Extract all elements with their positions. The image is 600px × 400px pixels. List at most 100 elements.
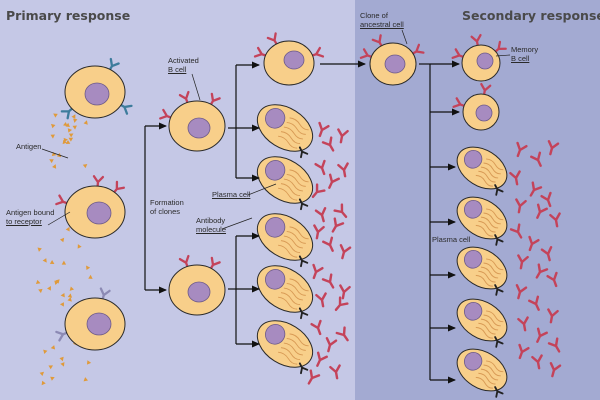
antibody-icon xyxy=(549,361,562,378)
antigen-icon xyxy=(68,133,74,138)
antibody-icon xyxy=(298,198,309,211)
antibody-icon xyxy=(509,170,521,186)
antigen-icon xyxy=(42,258,47,263)
antigen-icon xyxy=(83,377,89,382)
antigen-bound-line2: to receptor xyxy=(6,216,42,226)
antigen-icon xyxy=(82,163,88,169)
antigen-icon xyxy=(48,365,54,370)
leader-line xyxy=(495,54,511,57)
activated-b-cell-label: Activated B cell xyxy=(168,56,199,74)
antibody-icon xyxy=(339,243,352,260)
antigen-icon xyxy=(67,293,73,298)
antibody-icon xyxy=(494,184,504,196)
plasma-cell-icon xyxy=(256,320,314,375)
memory-line2: B cell xyxy=(511,53,530,63)
antigen-label: Antigen xyxy=(16,142,42,151)
antigen-icon xyxy=(77,244,82,249)
leader-line xyxy=(247,183,277,196)
antibody-line1: Antibody xyxy=(196,216,226,225)
primary-response-title: Primary response xyxy=(6,8,131,23)
antigen-icon xyxy=(59,356,64,362)
antibody-icon xyxy=(529,181,543,197)
plasma-cell-icon xyxy=(456,196,508,246)
formation-of-clones-label: Formation of clones xyxy=(150,198,184,216)
clone-line1: Clone of xyxy=(360,11,388,20)
antibody-icon xyxy=(298,362,309,375)
b-cell-icon xyxy=(159,90,226,152)
antibody-icon xyxy=(515,198,527,214)
antibody-icon xyxy=(547,308,559,324)
antibody-icon xyxy=(333,203,348,219)
antibody-icon xyxy=(298,146,309,159)
antibody-icon xyxy=(535,263,549,279)
antigen-icon xyxy=(73,118,78,123)
antibody-icon xyxy=(313,224,325,240)
antibody-icon xyxy=(314,206,327,223)
antibody-icon xyxy=(337,162,349,178)
antibody-icon xyxy=(311,183,326,199)
antibody-line2: molecule xyxy=(196,224,227,234)
antibody-icon xyxy=(528,295,540,311)
antigen-icon xyxy=(65,226,70,232)
plasma-cell-icon xyxy=(456,146,508,196)
antigen-icon xyxy=(61,260,67,265)
plasma-cell-icon xyxy=(256,213,314,268)
antigen-icon xyxy=(60,362,65,367)
antigen-icon xyxy=(55,279,60,284)
antibody-icon xyxy=(531,354,543,370)
antibody-icon xyxy=(298,307,309,320)
cells-layer xyxy=(55,32,508,398)
antibody-icon xyxy=(315,292,327,308)
antigen-icon xyxy=(67,297,72,302)
clone-of-ancestral-cell-label: Clone of ancestral cell xyxy=(360,11,404,29)
leader-line xyxy=(41,148,69,159)
plasma-cell-label-secondary: Plasma cell xyxy=(432,235,471,244)
secondary-response-title: Secondary response xyxy=(462,8,600,23)
antibody-icon xyxy=(494,336,504,348)
antibody-icon xyxy=(335,326,349,342)
antibody-icon xyxy=(334,296,349,312)
plasma-cell-label-primary: Plasma cell xyxy=(212,190,251,199)
antibody-icon xyxy=(530,151,542,167)
antigen-icon xyxy=(88,274,93,279)
antigen-icon xyxy=(39,371,45,377)
leader-lines xyxy=(41,29,511,230)
antigen-icon xyxy=(65,140,71,145)
antigen-icon xyxy=(47,286,51,291)
antibody-icon xyxy=(536,327,548,343)
antibody-icon xyxy=(540,191,552,208)
antigen-icon xyxy=(60,292,65,298)
b-cell-icon xyxy=(359,34,425,86)
antibody-icon xyxy=(318,121,330,138)
activated-line2: B cell xyxy=(168,64,187,74)
antibody-icon xyxy=(337,128,349,144)
antibody-icon xyxy=(517,316,529,332)
antigen-icon xyxy=(53,113,58,118)
leader-line xyxy=(47,211,71,226)
antibody-icon xyxy=(536,203,548,219)
antibody-icon xyxy=(312,263,324,280)
antigen-icon xyxy=(86,265,91,271)
antigen-icon xyxy=(50,376,55,381)
plasma-cell-icon xyxy=(256,265,314,320)
antigen-icon xyxy=(59,302,64,307)
antibody-icon xyxy=(321,136,335,152)
antibody-icon xyxy=(547,139,560,156)
plasma-cell-icon xyxy=(256,104,314,159)
leader-line xyxy=(191,73,201,101)
antibody-icon xyxy=(325,336,338,353)
antigen-icon xyxy=(38,288,43,294)
antigen-icon xyxy=(62,139,67,145)
memory-line1: Memory xyxy=(511,45,539,54)
antigen-icon xyxy=(86,360,92,365)
b-cell-icon xyxy=(55,287,126,351)
antigen-icon xyxy=(49,159,54,164)
plasma-cell-icon xyxy=(456,348,508,398)
b-cell-icon xyxy=(168,254,226,316)
antibody-icon xyxy=(322,236,334,252)
antibody-icon xyxy=(316,351,328,367)
b-cell-icon xyxy=(253,32,325,86)
clone-line2: ancestral cell xyxy=(360,19,404,29)
